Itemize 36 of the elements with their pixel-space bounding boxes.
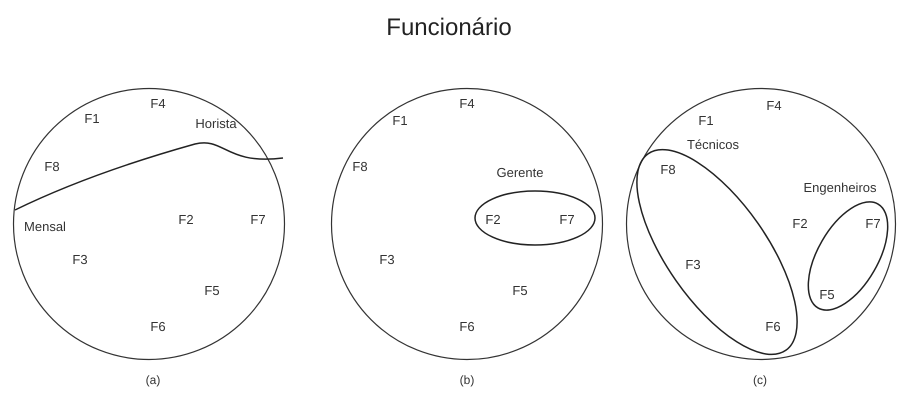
element-label: F8	[44, 159, 60, 175]
element-label: F8	[660, 162, 676, 178]
element-label: F7	[559, 212, 575, 228]
set-circle	[13, 88, 285, 360]
element-label: F3	[379, 252, 395, 268]
diagram-title: Funcionário	[385, 14, 513, 42]
element-label: F2	[792, 216, 808, 232]
element-label: F1	[698, 113, 714, 129]
element-label: F7	[865, 216, 881, 232]
element-label: F5	[512, 283, 528, 299]
element-label: F6	[459, 319, 475, 335]
panel-caption: (a)	[146, 373, 160, 387]
element-label: F5	[204, 283, 220, 299]
set-label: Gerente	[496, 165, 544, 181]
element-label: Mensal	[24, 219, 66, 235]
element-label: Horista	[195, 116, 237, 132]
panel-caption: (b)	[460, 373, 474, 387]
element-label: F4	[766, 98, 782, 114]
element-label: F1	[392, 113, 408, 129]
element-label: F6	[765, 319, 781, 335]
set-circle	[626, 88, 896, 360]
element-label: F2	[485, 212, 501, 228]
element-label: F7	[250, 212, 266, 228]
element-label: F2	[178, 212, 194, 228]
panel-caption: (c)	[753, 373, 767, 387]
set-label: Técnicos	[686, 137, 740, 153]
element-label: F3	[72, 252, 88, 268]
element-label: F4	[459, 96, 475, 112]
element-label: F1	[84, 111, 100, 127]
element-label: F4	[150, 96, 166, 112]
element-label: F6	[150, 319, 166, 335]
element-label: F3	[685, 257, 701, 273]
set-circle	[331, 88, 603, 360]
element-label: F8	[352, 159, 368, 175]
set-label: Engenheiros	[804, 180, 876, 196]
element-label: F5	[819, 287, 835, 303]
